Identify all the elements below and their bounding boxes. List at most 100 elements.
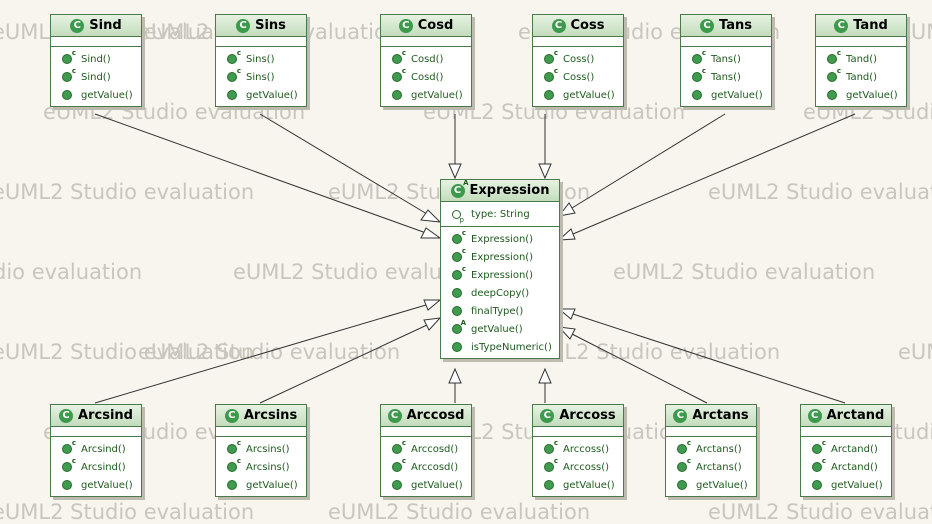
constructor-icon: c	[812, 439, 826, 454]
method-icon	[62, 480, 72, 490]
method-item: getValue()	[666, 476, 756, 494]
arrowhead	[538, 163, 552, 180]
constructor-icon: c	[392, 67, 406, 82]
attributes-compartment	[533, 37, 623, 47]
operation-label: Arcsind()	[81, 443, 126, 455]
class-name: Tand	[853, 18, 888, 33]
operation-label: deepCopy()	[471, 287, 530, 299]
method-item: getValue()	[533, 476, 623, 494]
constructor-icon: c	[827, 49, 841, 64]
constructor-icon: c	[677, 457, 691, 472]
method-icon	[62, 90, 72, 100]
method-item: getValue()	[381, 476, 471, 494]
operation-label: Arcsins()	[246, 461, 290, 473]
constructor-icon: c	[62, 457, 76, 472]
operation-label: finalType()	[471, 305, 524, 317]
class-icon: C	[540, 408, 555, 423]
operation-label: Sins()	[246, 53, 275, 65]
constructor-icon: c	[692, 49, 706, 64]
constructor-icon: c	[544, 49, 558, 64]
class-name: Expression	[469, 183, 550, 198]
method-icon	[544, 90, 554, 100]
attributes-compartment	[666, 427, 756, 437]
operation-label: Sind()	[81, 53, 111, 65]
class-icon: C	[807, 408, 822, 423]
method-item: getValue()	[381, 86, 471, 104]
operation-label: Tand()	[846, 71, 878, 83]
operation-label: Arccoss()	[563, 461, 610, 473]
class-icon: C	[398, 18, 413, 33]
constructor-item: c Sins()	[216, 49, 306, 68]
operation-label: Expression()	[471, 269, 534, 281]
constructor-icon: c	[227, 49, 241, 64]
class-name: Sins	[255, 18, 286, 33]
class-name: Arcsind	[78, 408, 133, 423]
operation-label: Arcsins()	[246, 443, 290, 455]
class-icon: C	[673, 408, 688, 423]
class-name: Cosd	[417, 18, 454, 33]
constructor-icon: c	[452, 265, 466, 280]
class-name: Arctand	[826, 408, 885, 423]
edge-tans-expression	[571, 113, 726, 209]
attributes-compartment	[216, 427, 306, 437]
arrowhead	[423, 317, 442, 331]
operation-label: Coss()	[563, 71, 595, 83]
operation-label: Arcsind()	[81, 461, 126, 473]
method-item: finalType()	[441, 302, 559, 320]
class-icon: C	[551, 18, 566, 33]
edge-arcsind-expression	[94, 304, 427, 404]
attributes-compartment	[681, 37, 771, 47]
operation-label: Expression()	[471, 251, 534, 263]
constructor-icon: c	[452, 247, 466, 262]
protected-field-icon: p	[452, 209, 464, 224]
edge-sins-expression	[259, 113, 428, 215]
operation-label: Cosd()	[411, 71, 444, 83]
operation-label: getValue()	[846, 89, 898, 101]
operation-label: Sins()	[246, 71, 275, 83]
constructor-icon: c	[227, 457, 241, 472]
class-icon: C	[387, 408, 402, 423]
constructor-icon: c	[692, 67, 706, 82]
operation-label: getValue()	[411, 89, 463, 101]
attributes-compartment	[381, 427, 471, 437]
method-item: getValue()	[533, 86, 623, 104]
operation-label: getValue()	[246, 479, 298, 491]
operation-label: Arctand()	[831, 461, 878, 473]
arrowhead	[538, 367, 552, 384]
class-icon: C	[236, 18, 251, 33]
attributes-compartment	[216, 37, 306, 47]
